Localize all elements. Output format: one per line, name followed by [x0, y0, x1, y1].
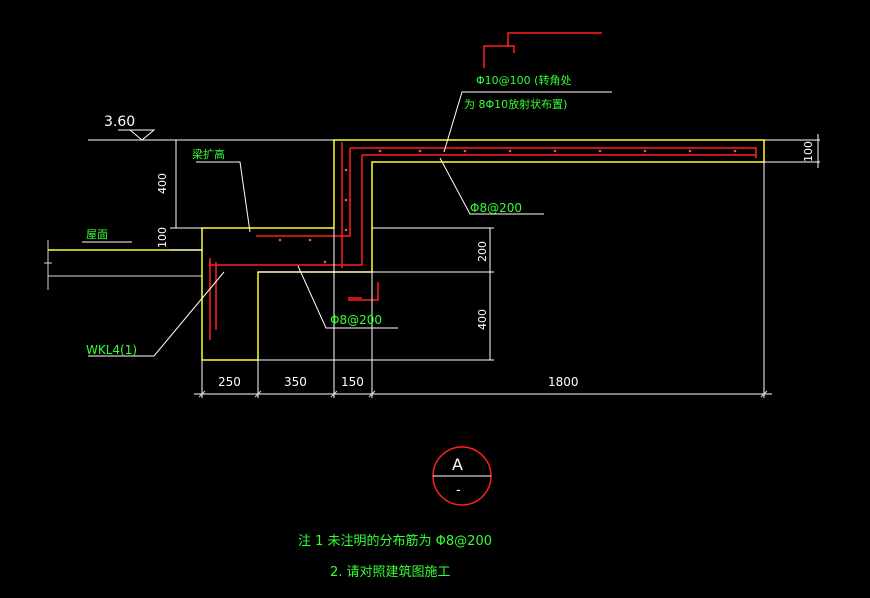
- beam-id-label: WKL4(1): [86, 343, 137, 357]
- rebar-group: [209, 142, 757, 340]
- note-line-1: 注 1 未注明的分布筋为 Φ8@200: [298, 533, 492, 549]
- rebar-mid-label: Φ8@200: [470, 201, 522, 215]
- dim-100-right: 100: [802, 141, 815, 162]
- dim-200: 200: [476, 241, 489, 262]
- note-line-2: 2. 请对照建筑图施工: [330, 564, 451, 580]
- dim-350: 350: [284, 375, 307, 389]
- red-marker-tick: [508, 45, 515, 53]
- roof-label: 屋面: [86, 228, 108, 241]
- rebar-low-label: Φ8@200: [330, 313, 382, 327]
- dim-400-top: 400: [156, 173, 169, 194]
- dim-400-bottom: 400: [476, 309, 489, 330]
- elevation-label: 3.60: [104, 114, 135, 130]
- rebar-dots: [278, 149, 737, 264]
- dim-1800: 1800: [548, 375, 579, 389]
- rebar-top-label-1: Φ10@100 (转角处: [476, 73, 571, 87]
- section-sub: -: [456, 483, 461, 498]
- section-letter: A: [452, 455, 463, 474]
- dim-ticks: [198, 390, 768, 398]
- section-mark: A -: [432, 446, 492, 506]
- leader-lines: [82, 91, 820, 398]
- dim-150: 150: [341, 375, 364, 389]
- roof-slab: [44, 240, 202, 290]
- red-marker: [483, 32, 602, 68]
- dim-250: 250: [218, 375, 241, 389]
- rebar-top-label-2: 为 8Φ10放射状布置): [464, 97, 567, 111]
- dim-100-left: 100: [156, 227, 169, 248]
- beam-height-label: 梁扩高: [192, 147, 225, 161]
